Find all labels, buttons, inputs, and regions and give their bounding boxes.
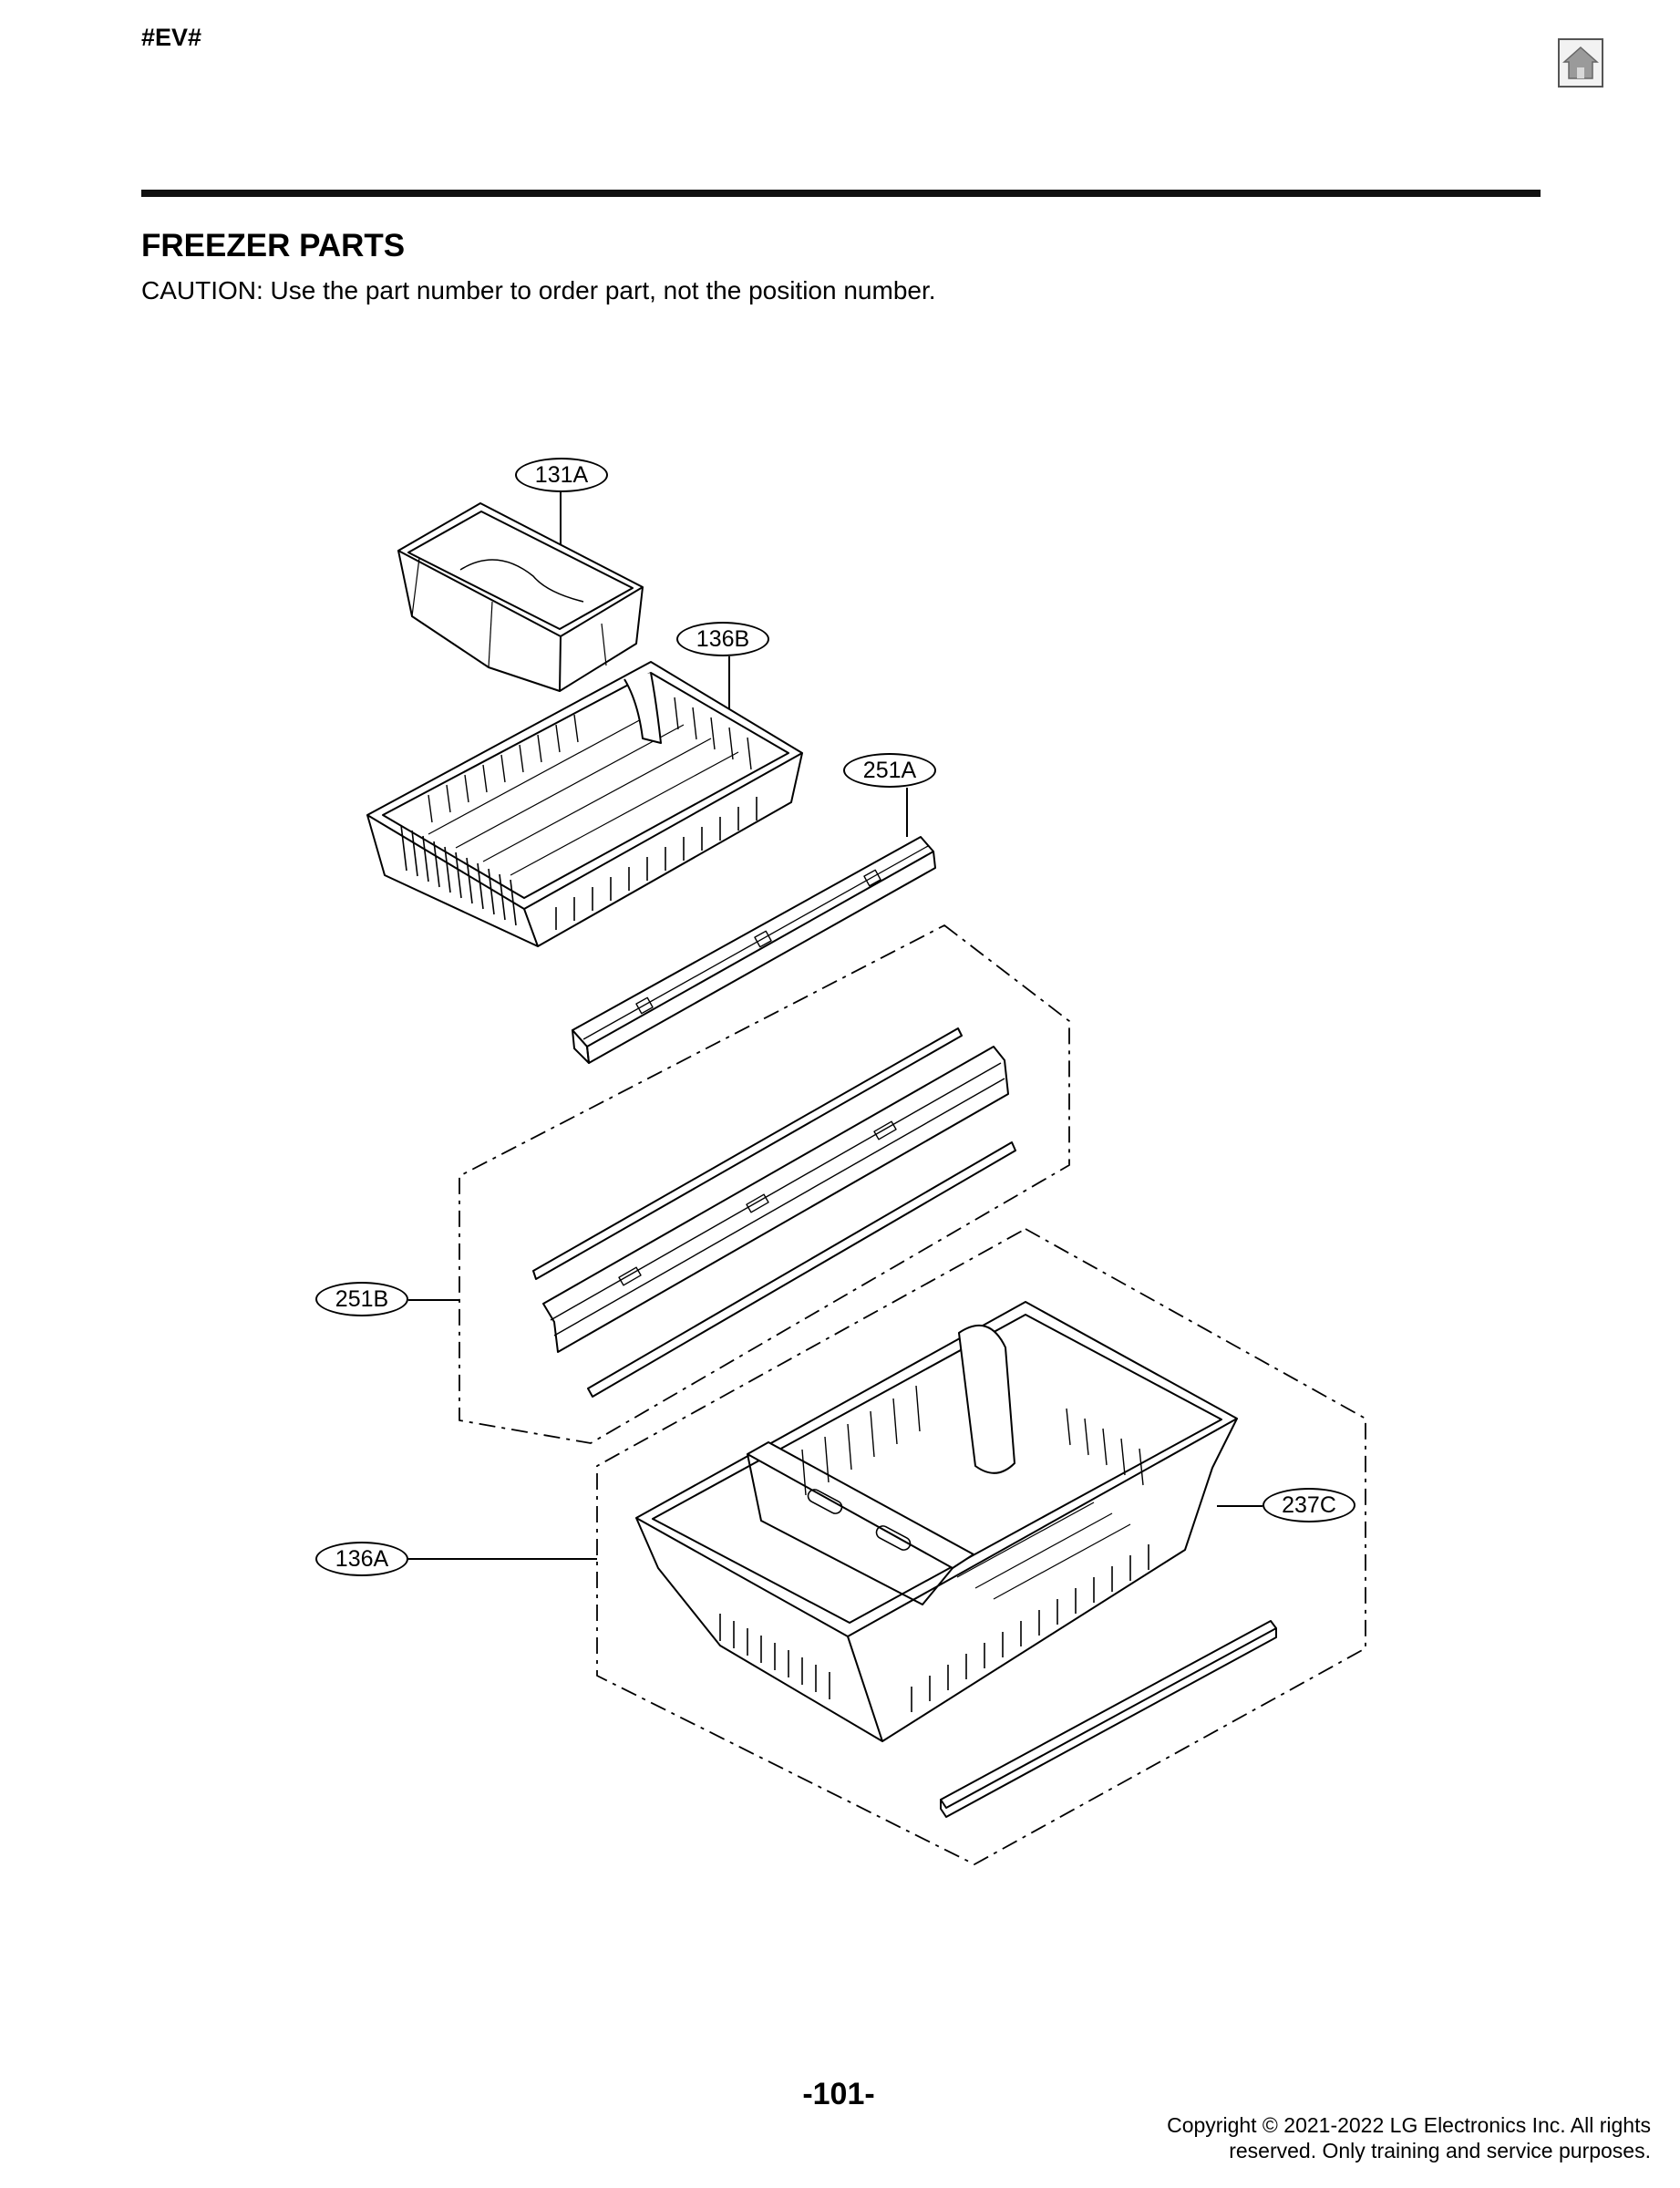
part-strip: [940, 1620, 1277, 1809]
copyright-line-1: Copyright © 2021-2022 LG Electronics Inc…: [1167, 2113, 1651, 2137]
header-rule: [141, 190, 1541, 197]
part-251a-rail-cover: [572, 836, 936, 1064]
callout-251a: 251A: [843, 753, 936, 788]
callout-237c: 237C: [1263, 1488, 1355, 1522]
part-136a-basket: [635, 1301, 1238, 1742]
part-131a-tray: [397, 502, 644, 692]
page-number: -101-: [802, 2077, 875, 2111]
document-code: #EV#: [141, 24, 202, 51]
part-136a-group-outline: [596, 1228, 1366, 1865]
caution-note: CAUTION: Use the part number to order pa…: [141, 276, 936, 304]
copyright-line-2: reserved. Only training and service purp…: [1229, 2139, 1651, 2162]
callout-251b: 251B: [315, 1282, 408, 1316]
callout-136b: 136B: [676, 622, 769, 656]
part-251b-group-outline: [459, 924, 1070, 1444]
home-button[interactable]: [1558, 38, 1603, 88]
copyright-notice: Copyright © 2021-2022 LG Electronics Inc…: [995, 2112, 1651, 2163]
part-136b-basket: [366, 661, 803, 947]
callout-131a: 131A: [515, 458, 608, 492]
part-251b-rail-assembly: [532, 1027, 1016, 1398]
home-icon: [1562, 46, 1599, 79]
page-title: FREEZER PARTS: [141, 228, 406, 263]
callout-136a: 136A: [315, 1542, 408, 1576]
